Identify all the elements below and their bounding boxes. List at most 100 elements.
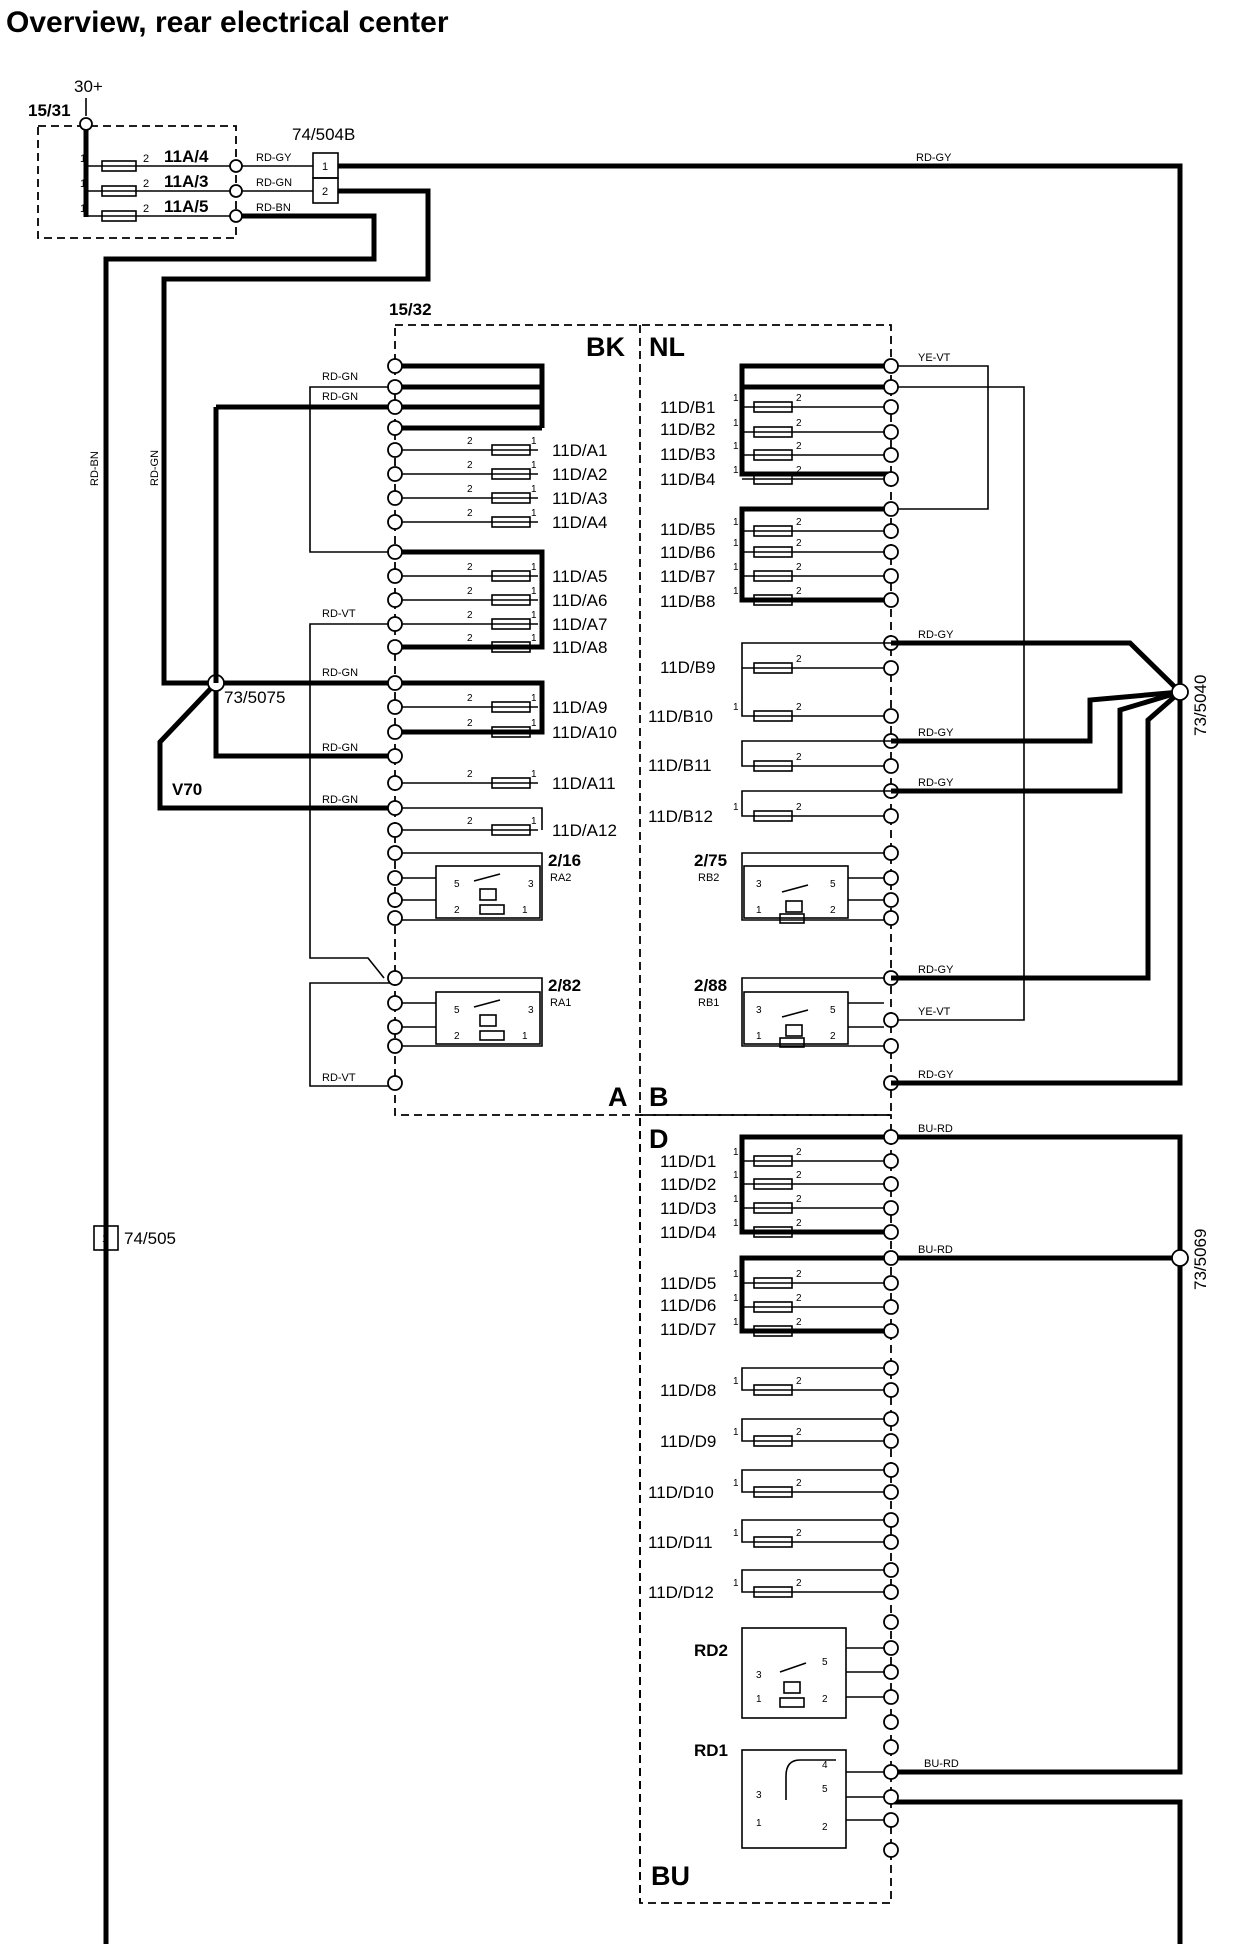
svg-text:RD-GY: RD-GY [918,629,954,641]
relay-ra1: 5 3 2 1 2/82 RA1 [402,976,581,1047]
svg-text:1: 1 [531,693,537,704]
svg-text:11D/A10: 11D/A10 [552,723,617,742]
svg-text:11D/B9: 11D/B9 [660,658,715,677]
svg-text:YE-VT: YE-VT [918,1006,951,1018]
fuse-11d-a8: 2 1 11D/A8 [402,633,607,657]
svg-text:1: 1 [733,1578,739,1589]
fuse-11d-b9: 2 11D/B9 [660,642,891,677]
svg-text:YE-VT: YE-VT [918,352,951,364]
svg-text:RD-VT: RD-VT [322,1072,356,1084]
svg-text:2: 2 [796,1376,802,1387]
svg-text:2: 2 [454,905,460,916]
svg-text:2: 2 [467,693,473,704]
svg-text:1: 1 [733,586,739,597]
fuse-11d-d4: 1 2 11D/D4 [660,1218,884,1242]
svg-text:2: 2 [796,1218,802,1229]
svg-text:1: 1 [531,586,537,597]
svg-text:2: 2 [467,562,473,573]
svg-text:1: 1 [733,1317,739,1328]
svg-text:5: 5 [830,879,836,890]
busbar-d-mid [739,1255,891,1334]
svg-text:1: 1 [733,802,739,813]
svg-text:11D/B5: 11D/B5 [660,520,715,539]
busbar-b-top [739,363,891,477]
relay-rd1: 3 4 5 1 2 RD1 [694,1741,884,1849]
svg-text:2: 2 [796,1478,802,1489]
wire-rd-gy-rb1 [891,690,1182,981]
svg-text:2: 2 [796,702,802,713]
wire-bu-rd-rd1 [894,1258,1183,1775]
fuse-11d-d12: 1 2 11D/D12 [648,1569,884,1602]
svg-text:2: 2 [796,752,802,763]
svg-text:2: 2 [796,1528,802,1539]
svg-text:11D/B2: 11D/B2 [660,420,715,439]
svg-text:11D/B10: 11D/B10 [648,707,713,726]
svg-text:2: 2 [467,769,473,780]
svg-text:1: 1 [531,460,537,471]
svg-text:1: 1 [756,905,762,916]
svg-text:1: 1 [531,484,537,495]
svg-text:11D/A9: 11D/A9 [552,698,607,717]
svg-text:11D/B3: 11D/B3 [660,445,715,464]
wire-bu-rd-feed [891,1134,1183,1261]
svg-text:11D/D10: 11D/D10 [648,1483,714,1502]
svg-text:2: 2 [467,460,473,471]
wire-v70-branch [157,676,395,811]
svg-text:2: 2 [143,203,149,215]
svg-text:RD-GN: RD-GN [322,794,358,806]
svg-text:1: 1 [733,1376,739,1387]
svg-text:11A/3: 11A/3 [164,172,208,191]
svg-text:RD-GN: RD-GN [322,371,358,383]
svg-text:2: 2 [796,441,802,452]
svg-text:1: 1 [733,1528,739,1539]
fuse-11d-d9: 1 2 11D/D9 [660,1418,884,1451]
svg-text:1: 1 [531,633,537,644]
control-unit-1532-label: 15/32 [389,300,432,319]
svg-text:3: 3 [528,1005,534,1016]
svg-text:1: 1 [733,1478,739,1489]
svg-text:11D/D2: 11D/D2 [660,1175,716,1194]
svg-text:1: 1 [733,441,739,452]
svg-text:2: 2 [796,1170,802,1181]
svg-text:2: 2 [796,654,802,665]
fuse-11d-a2: 2 1 11D/A2 [402,460,607,484]
svg-text:11D/D8: 11D/D8 [660,1381,716,1400]
svg-text:1: 1 [531,562,537,573]
fuse-11d-d11: 1 2 11D/D11 [648,1519,884,1552]
svg-text:11D/A5: 11D/A5 [552,567,607,586]
svg-text:1: 1 [80,203,86,215]
svg-text:2: 2 [467,508,473,519]
relay-rd2: 3 5 1 2 RD2 [694,1627,884,1719]
svg-text:11D/A2: 11D/A2 [552,465,607,484]
svg-text:1: 1 [522,1031,528,1042]
svg-text:2: 2 [467,436,473,447]
svg-text:11D/A8: 11D/A8 [552,638,607,657]
main-fuse-11a3: 1 2 11A/3 [80,172,243,198]
wire-rd-gy-b11 [891,689,1181,744]
svg-text:11D/A6: 11D/A6 [552,591,607,610]
fuse-11d-d2: 1 2 11D/D2 [660,1170,884,1194]
svg-text:RD-VT: RD-VT [322,608,356,620]
svg-text:11D/B1: 11D/B1 [660,398,715,417]
svg-text:2: 2 [796,1427,802,1438]
relay-ra2: 5 3 2 1 2/16 RA2 [402,851,581,921]
svg-text:3: 3 [756,1005,762,1016]
svg-text:1: 1 [322,161,328,173]
svg-text:1: 1 [733,1427,739,1438]
svg-text:5: 5 [822,1784,828,1795]
svg-text:11D/A11: 11D/A11 [552,774,616,793]
connector-505-label: 74/505 [124,1229,176,1248]
svg-text:RA2: RA2 [550,872,571,884]
svg-text:RD-GY: RD-GY [916,152,952,164]
svg-text:11D/D5: 11D/D5 [660,1274,716,1293]
svg-text:2: 2 [796,586,802,597]
svg-text:RD-GN: RD-GN [149,450,161,486]
svg-text:11D/B8: 11D/B8 [660,592,715,611]
relay-rb2: 3 5 1 2 2/75 RB2 [694,851,884,924]
svg-text:1: 1 [531,718,537,729]
wire-rd-gy-return [891,692,1183,1086]
relay-rb1: 3 5 1 2 2/88 RB1 [694,976,884,1048]
svg-text:11D/B6: 11D/B6 [660,543,715,562]
svg-text:RD1: RD1 [694,1741,728,1760]
